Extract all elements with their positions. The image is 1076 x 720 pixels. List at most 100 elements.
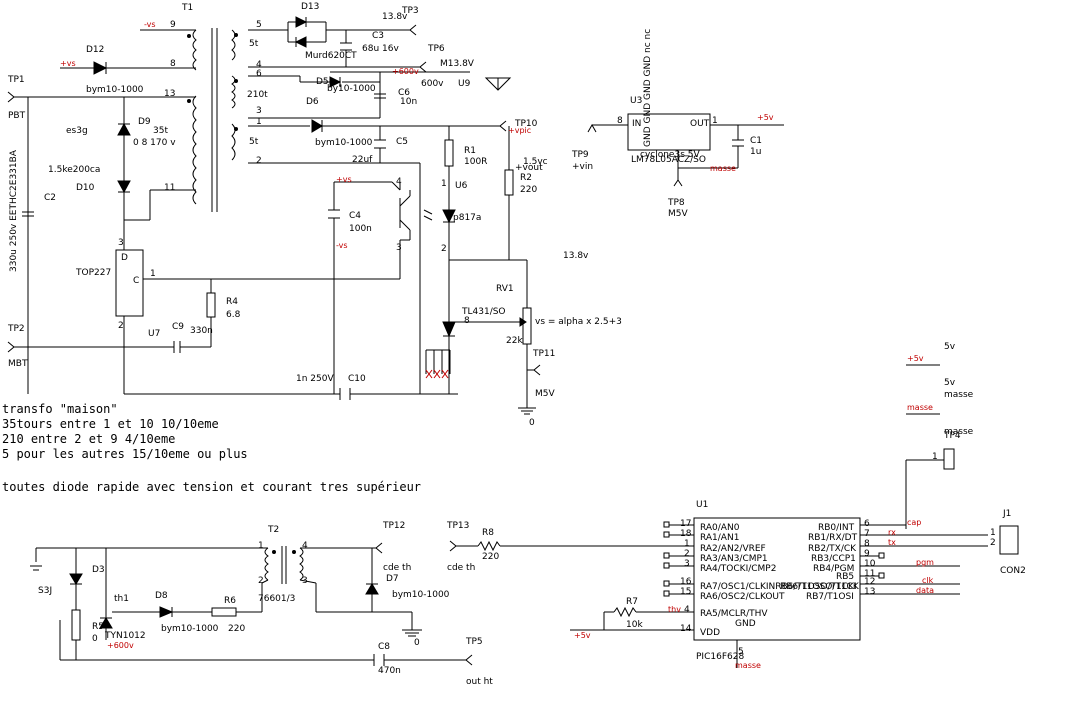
label-s3: 3 xyxy=(256,106,262,116)
label-l17: 17 xyxy=(680,519,691,529)
label-bym2: bym10-1000 xyxy=(315,138,373,148)
label-v5a: +5v xyxy=(757,113,774,122)
label-o1: 1 xyxy=(441,179,447,189)
label-C10: C10 xyxy=(348,374,366,384)
label-out: OUT xyxy=(690,119,710,129)
label-t5a: 5t xyxy=(249,39,259,49)
label-n100: 100n xyxy=(349,224,372,234)
label-r5v: 0 xyxy=(92,634,98,644)
label-t35: 35t xyxy=(153,126,168,136)
diode-d5 xyxy=(329,76,342,88)
label-r9: 9 xyxy=(864,549,870,559)
label-p11: 11 xyxy=(164,183,175,193)
label-p600: +600v xyxy=(392,67,419,76)
label-ke: 1.5ke200ca xyxy=(48,165,100,175)
label-l2: 2 xyxy=(684,549,690,559)
tp11-arrow xyxy=(533,364,541,376)
resistor-r8 xyxy=(456,540,668,552)
capacitor-c2 xyxy=(22,211,34,217)
label-ra2: RA2/AN2/VREF xyxy=(700,544,766,554)
tp13-arrow xyxy=(449,540,457,552)
label-tl8: 8 xyxy=(464,316,470,326)
label-t2p2: 2 xyxy=(258,576,264,586)
label-o2: 2 xyxy=(441,244,447,254)
label-v15: 1.5vc xyxy=(523,157,548,167)
label-l1: 1 xyxy=(684,539,690,549)
label-r6v: 220 xyxy=(228,624,245,634)
label-D9: D9 xyxy=(138,117,151,127)
label-D10: D10 xyxy=(76,183,95,193)
label-tp4p1: 1 xyxy=(932,452,938,462)
label-R8: R8 xyxy=(482,528,494,538)
label-vs_pos_mid: +vs xyxy=(336,175,352,184)
resistor-r7 xyxy=(603,606,648,630)
label-es3g: es3g xyxy=(66,126,88,136)
label-l18: 18 xyxy=(680,529,692,539)
label-R4: R4 xyxy=(226,297,238,307)
label-RV1: RV1 xyxy=(496,284,514,294)
diode-d6 xyxy=(311,119,323,133)
tp10-arrow xyxy=(499,120,507,132)
label-bym4: bym10-1000 xyxy=(392,590,450,600)
label-pD: D xyxy=(121,253,128,263)
label-PBT: PBT xyxy=(8,111,26,121)
label-th1: th1 xyxy=(114,594,129,604)
label-v5b: +5v xyxy=(907,354,924,363)
capacitor-c5 xyxy=(374,139,386,149)
label-cdeth2: cde th xyxy=(447,563,475,573)
label-C4: C4 xyxy=(349,211,361,221)
diode-d13 xyxy=(294,16,310,48)
label-r1v: 100R xyxy=(464,157,487,167)
label-r8v: 220 xyxy=(482,552,499,562)
label-J1: J1 xyxy=(1002,509,1011,519)
label-s2: 2 xyxy=(256,156,262,166)
label-TP4: TP4 xyxy=(943,431,961,441)
diode-d3 xyxy=(69,573,83,585)
ic-top227 xyxy=(115,249,144,317)
label-R6: R6 xyxy=(224,596,236,606)
label-t2p4: 4 xyxy=(302,541,308,551)
label-v5d: 5v xyxy=(944,378,956,388)
label-j1p1: 1 xyxy=(990,528,996,538)
label-l5: 5 xyxy=(738,647,744,657)
regulator-u3 xyxy=(587,113,784,187)
resistor-r4 xyxy=(206,292,216,318)
tp12-arrow xyxy=(375,542,383,554)
label-n470: 470n xyxy=(378,666,401,676)
secondary-wiring xyxy=(248,21,528,408)
label-l14: 14 xyxy=(680,624,692,634)
label-vs_neg_mid: -vs xyxy=(336,241,348,250)
optocoupler-u6 xyxy=(399,182,456,241)
capacitor-c9 xyxy=(173,341,181,353)
label-gnd0a: 0 xyxy=(529,418,535,428)
label-p9: 9 xyxy=(170,20,176,30)
label-D5: D5 xyxy=(316,77,329,87)
label-r7: 7 xyxy=(864,529,870,539)
label-vpic: +vpic xyxy=(508,126,531,135)
label-note2: 35tours entre 1 et 10 10/10eme xyxy=(2,417,219,431)
label-masse_d: masse xyxy=(944,427,974,437)
label-C1: C1 xyxy=(750,136,762,146)
transformer-t1 xyxy=(187,28,238,212)
label-C2: C2 xyxy=(44,193,56,203)
label-CON2: CON2 xyxy=(1000,566,1026,576)
label-U9: U9 xyxy=(458,79,471,89)
diode-d10 xyxy=(117,180,131,194)
label-p2: 2 xyxy=(118,321,124,331)
label-s4: 4 xyxy=(256,60,262,70)
label-o3: 3 xyxy=(396,243,402,253)
label-r11: 11 xyxy=(864,569,875,579)
label-ra4: RA4/TOCKI/CMP2 xyxy=(700,564,776,574)
label-v5c: 5v xyxy=(944,342,956,352)
label-ra0: RA0/AN0 xyxy=(700,523,740,533)
label-D13: D13 xyxy=(301,2,319,12)
label-v138a: 13.8v xyxy=(382,12,408,22)
label-r8: 8 xyxy=(864,539,870,549)
label-M5V_a: M5V xyxy=(535,389,555,399)
label-j1p2: 2 xyxy=(990,538,996,548)
label-ra7: RA7/OSC1/CLKINRB6/T1OSO/T1CKI xyxy=(700,582,857,592)
label-note3: 210 entre 2 et 9 4/10eme xyxy=(2,432,175,446)
label-T2: T2 xyxy=(267,525,279,535)
label-c3v: 68u 16v xyxy=(362,44,399,54)
